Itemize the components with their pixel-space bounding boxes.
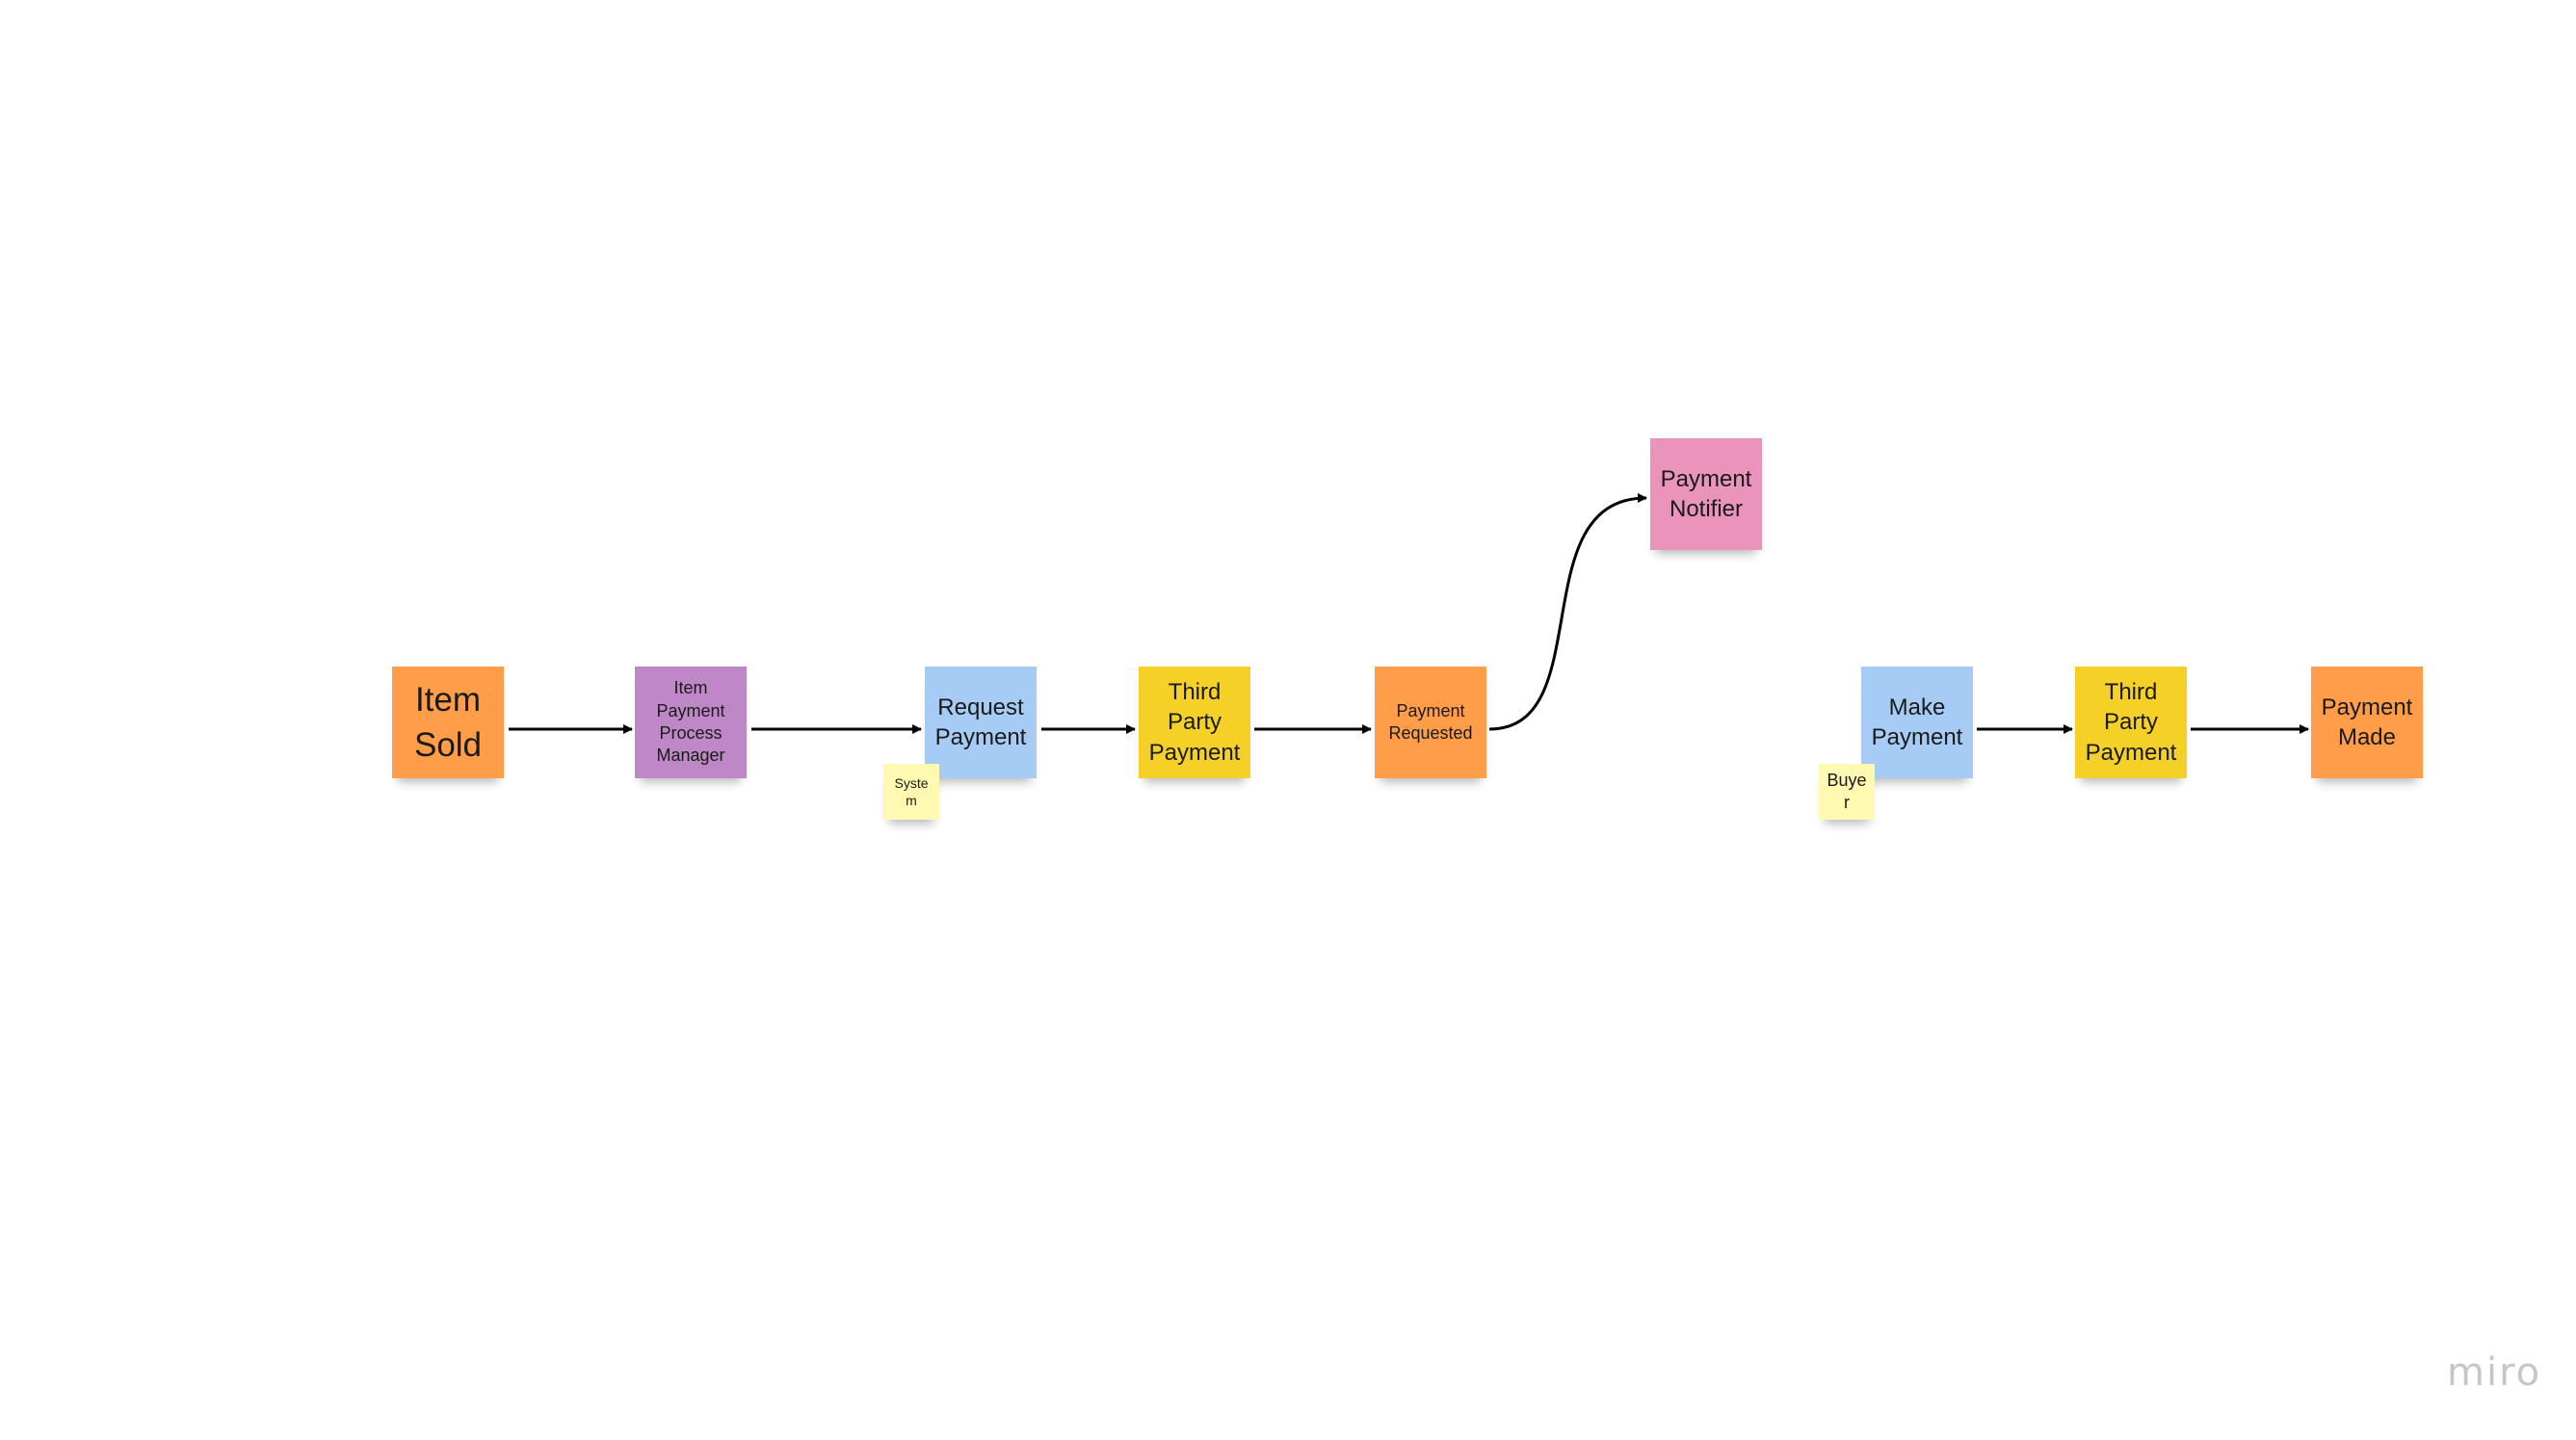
sticky-item-payment-process-manager[interactable]: Item Payment Process Manager bbox=[635, 667, 747, 778]
sticky-payment-requested[interactable]: Payment Requested bbox=[1375, 667, 1486, 778]
sticky-payment-notifier[interactable]: Payment Notifier bbox=[1650, 438, 1762, 550]
sticky-request-payment[interactable]: Request Payment bbox=[925, 667, 1037, 778]
sticky-actor-buyer[interactable]: Buyer bbox=[1819, 764, 1875, 820]
sticky-item-sold[interactable]: Item Sold bbox=[392, 667, 504, 778]
sticky-actor-system[interactable]: System bbox=[883, 764, 939, 820]
sticky-payment-made[interactable]: Payment Made bbox=[2311, 667, 2423, 778]
miro-watermark-logo: miro bbox=[2447, 1350, 2542, 1395]
sticky-third-party-payment-2[interactable]: Third Party Payment bbox=[2075, 667, 2187, 778]
arrow-payment-requested-to-notifier[interactable] bbox=[1488, 493, 1647, 731]
sticky-third-party-payment[interactable]: Third Party Payment bbox=[1139, 667, 1250, 778]
sticky-make-payment[interactable]: Make Payment bbox=[1861, 667, 1973, 778]
